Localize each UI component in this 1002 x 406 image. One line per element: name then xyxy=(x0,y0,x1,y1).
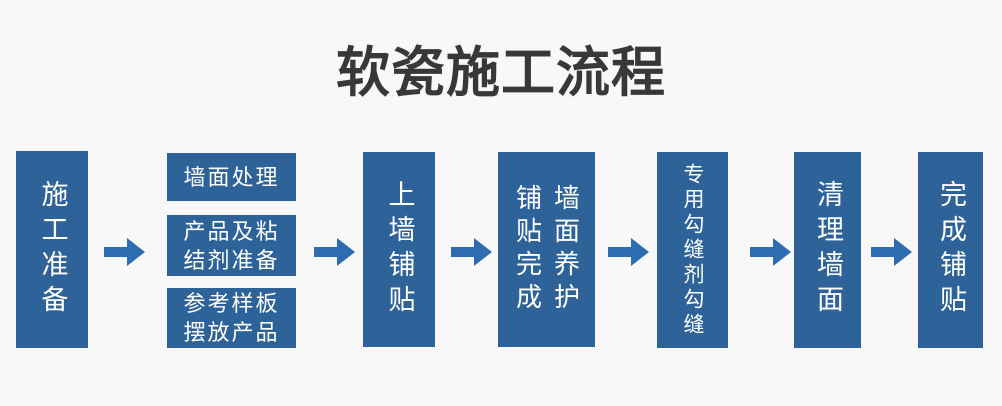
arrow-right-icon xyxy=(608,238,649,266)
flow-step-special-grout-jointing: 专用勾缝剂勾缝 xyxy=(657,152,728,348)
flow-step-wall-paving: 上墙铺贴 xyxy=(363,152,435,347)
step-label: 施工准备 xyxy=(37,179,68,320)
arrow-right-icon xyxy=(750,238,791,266)
arrow-right-icon xyxy=(871,238,912,266)
flow-substep-wall-surface-treatment: 墙面处理 xyxy=(167,153,296,201)
step-label-column-left: 铺贴完成 xyxy=(512,183,543,316)
flow-step-construction-preparation: 施工准备 xyxy=(16,151,88,348)
flow-substep-reference-sample-placement: 参考样板 摆放产品 xyxy=(167,288,296,348)
substep-label: 参考样板 摆放产品 xyxy=(183,291,280,345)
step-label: 上墙铺贴 xyxy=(384,179,415,320)
page-title: 软瓷施工流程 xyxy=(336,43,666,103)
substep-label: 墙面处理 xyxy=(183,164,280,190)
arrow-right-icon xyxy=(451,238,492,266)
step-label-column-right: 墙面养护 xyxy=(550,183,581,316)
step-label: 清理墙面 xyxy=(813,180,843,320)
step-label: 专用勾缝剂勾缝 xyxy=(681,162,704,338)
flow-substep-product-adhesive-preparation: 产品及粘 结剂准备 xyxy=(167,215,296,276)
flow-step-paving-finished: 完成铺贴 xyxy=(918,152,983,348)
substep-label: 产品及粘 结剂准备 xyxy=(183,218,280,273)
arrow-right-icon xyxy=(104,238,145,266)
flow-step-clean-wall-surface: 清理墙面 xyxy=(794,152,861,348)
step-label: 完成铺贴 xyxy=(936,180,966,320)
arrow-right-icon xyxy=(314,238,355,266)
flow-step-paving-complete-wall-curing: 铺贴完成 墙面养护 xyxy=(498,152,595,347)
